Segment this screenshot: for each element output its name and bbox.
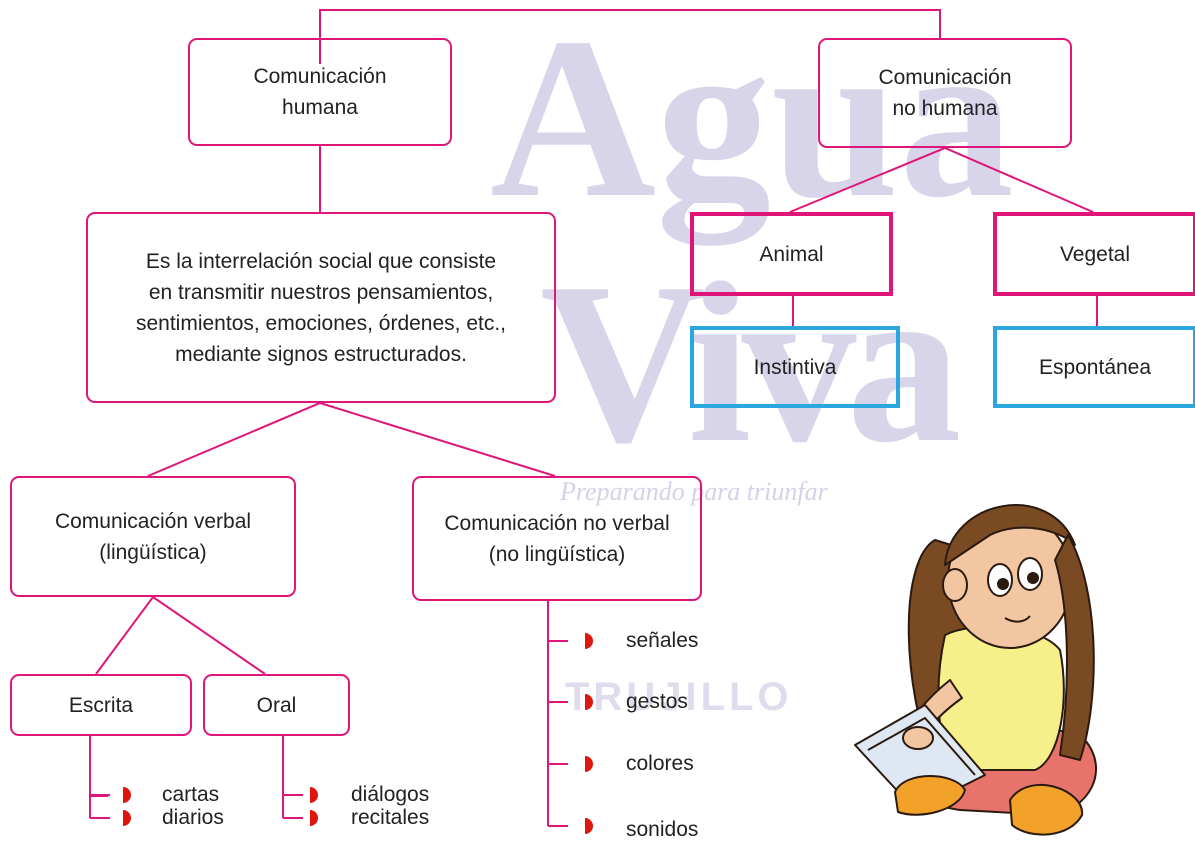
list-item: recitales: [351, 806, 430, 829]
node-espontanea: Espontánea: [993, 326, 1195, 408]
bullet-marker: [585, 818, 593, 834]
list-item: colores: [626, 752, 694, 775]
node-definicion: Es la interrelación social que consiste …: [86, 212, 556, 403]
list-item: diarios: [162, 806, 224, 829]
node-instintiva: Instintiva: [690, 326, 900, 408]
node-animal: Animal: [690, 212, 893, 296]
verbal-branch-connector: [95, 595, 266, 675]
list-item: sonidos: [626, 818, 699, 841]
bullet-marker: [585, 756, 593, 772]
node-escrita: Escrita: [10, 674, 192, 736]
bullet-marker: [585, 633, 593, 649]
top-connector: [319, 9, 941, 64]
definition-branch-connector: [147, 401, 556, 477]
list-item: señales: [626, 629, 699, 652]
node-vegetal: Vegetal: [993, 212, 1195, 296]
node-comunicacion-no-verbal: Comunicación no verbal (no lingüística): [412, 476, 702, 601]
list-item: cartas: [162, 783, 220, 806]
bullet-marker: [310, 810, 318, 826]
node-comunicacion-verbal: Comunicación verbal (lingüística): [10, 476, 296, 597]
nonhuman-branch-connector: [789, 146, 1094, 213]
list-item: gestos: [626, 690, 688, 713]
watermark-word-agua: Agua: [490, 0, 1014, 246]
bullet-marker: [123, 810, 131, 826]
watermark-city: TRUJILLO: [565, 675, 793, 719]
list-item: diálogos: [351, 783, 430, 806]
node-comunicacion-humana: Comunicación humana: [188, 38, 452, 146]
bullet-marker: [585, 694, 593, 710]
node-oral: Oral: [203, 674, 350, 736]
bullet-marker: [123, 787, 131, 803]
node-comunicacion-no-humana: Comunicación no humana: [818, 38, 1072, 148]
bullet-marker: [310, 787, 318, 803]
